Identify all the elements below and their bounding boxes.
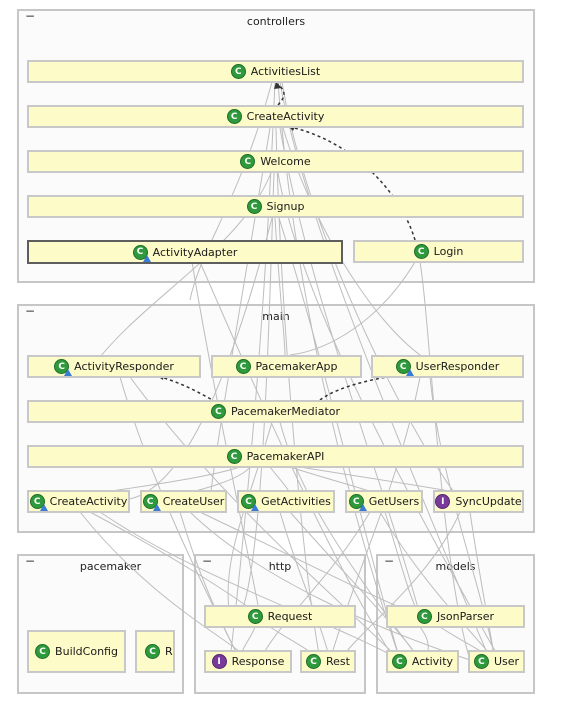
class-pacemaker-api[interactable]: C PacemakerAPI [27, 445, 524, 468]
access-marker-icon [358, 504, 367, 511]
class-icon: C [473, 654, 489, 669]
class-label: CreateUser [162, 495, 225, 508]
class-json-parser[interactable]: C JsonParser [386, 605, 525, 628]
class-label: CreateActivity [49, 495, 128, 508]
class-pacemaker-app[interactable]: C PacemakerApp [211, 355, 362, 378]
class-create-user[interactable]: C CreateUser [140, 490, 227, 513]
class-icon: C [395, 359, 414, 376]
interface-sync-update[interactable]: I SyncUpdate [433, 490, 524, 513]
class-icon: C [210, 404, 226, 419]
collapse-toggle[interactable]: − [25, 554, 36, 568]
class-label: UserResponder [415, 360, 500, 373]
class-label: PacemakerAPI [246, 450, 325, 463]
package-title: main [262, 310, 290, 323]
class-create-activity[interactable]: C CreateActivity [27, 105, 524, 128]
class-label: Signup [266, 200, 305, 213]
package-title: controllers [246, 15, 306, 28]
class-icon: C [247, 609, 263, 624]
access-marker-icon [64, 369, 73, 376]
class-user[interactable]: C User [468, 650, 525, 673]
class-label: Welcome [260, 155, 311, 168]
class-r[interactable]: C R [135, 630, 175, 673]
access-marker-icon [152, 504, 161, 511]
class-label: Rest [326, 655, 350, 668]
class-label: GetUsers [368, 495, 420, 508]
collapse-toggle[interactable]: − [25, 304, 36, 318]
interface-icon: I [435, 494, 451, 509]
class-label: Activity [411, 655, 454, 668]
class-icon: C [230, 64, 246, 79]
access-marker-icon [39, 504, 48, 511]
class-activity-adapter[interactable]: C ActivityAdapter [27, 240, 343, 264]
class-icon: C [235, 359, 251, 374]
interface-label: SyncUpdate [455, 495, 522, 508]
class-rest[interactable]: C Rest [300, 650, 356, 673]
class-label: JsonParser [436, 610, 495, 623]
class-build-config[interactable]: C BuildConfig [27, 630, 126, 673]
access-marker-icon [405, 369, 414, 376]
class-label: ActivitiesList [250, 65, 321, 78]
class-icon: C [391, 654, 407, 669]
class-label: User [493, 655, 520, 668]
class-create-activity-main[interactable]: C CreateActivity [27, 490, 130, 513]
package-pacemaker[interactable]: − pacemaker [17, 554, 184, 694]
class-icon: C [246, 199, 262, 214]
package-title: http [268, 560, 292, 573]
class-icon: C [142, 494, 161, 511]
class-label: Login [433, 245, 464, 258]
class-activities-list[interactable]: C ActivitiesList [27, 60, 524, 83]
class-activity-responder[interactable]: C ActivityResponder [27, 355, 201, 378]
class-icon: C [132, 244, 151, 262]
class-label: PacemakerApp [255, 360, 338, 373]
interface-icon: I [211, 654, 227, 669]
class-welcome[interactable]: C Welcome [27, 150, 524, 173]
class-icon: C [241, 494, 260, 511]
access-marker-icon [251, 504, 260, 511]
class-label: GetActivities [261, 495, 331, 508]
package-title: pacemaker [79, 560, 142, 573]
class-label: BuildConfig [55, 645, 118, 658]
class-icon: C [416, 609, 432, 624]
class-icon: C [348, 494, 367, 511]
access-marker-icon [142, 254, 151, 262]
class-label: ActivityAdapter [152, 245, 238, 259]
interface-response[interactable]: I Response [204, 650, 292, 673]
class-icon: C [413, 244, 429, 259]
class-icon: C [226, 109, 242, 124]
interface-label: Response [231, 655, 285, 668]
class-icon: C [306, 654, 322, 669]
class-icon: C [29, 494, 48, 511]
package-title: models [435, 560, 476, 573]
class-label: ActivityResponder [74, 360, 174, 373]
class-pacemaker-mediator[interactable]: C PacemakerMediator [27, 400, 524, 423]
class-icon: C [240, 154, 256, 169]
class-user-responder[interactable]: C UserResponder [371, 355, 524, 378]
class-label: CreateActivity [246, 110, 325, 123]
class-icon: C [145, 644, 160, 659]
class-label: R [165, 645, 173, 658]
class-icon: C [35, 644, 51, 659]
class-signup[interactable]: C Signup [27, 195, 524, 218]
class-label: PacemakerMediator [230, 405, 341, 418]
class-request[interactable]: C Request [204, 605, 356, 628]
class-get-activities[interactable]: C GetActivities [237, 490, 335, 513]
class-icon: C [226, 449, 242, 464]
class-label: Request [267, 610, 313, 623]
class-icon: C [54, 359, 73, 376]
class-activity[interactable]: C Activity [386, 650, 459, 673]
class-get-users[interactable]: C GetUsers [345, 490, 423, 513]
collapse-toggle[interactable]: − [25, 9, 36, 23]
class-login[interactable]: C Login [353, 240, 524, 263]
